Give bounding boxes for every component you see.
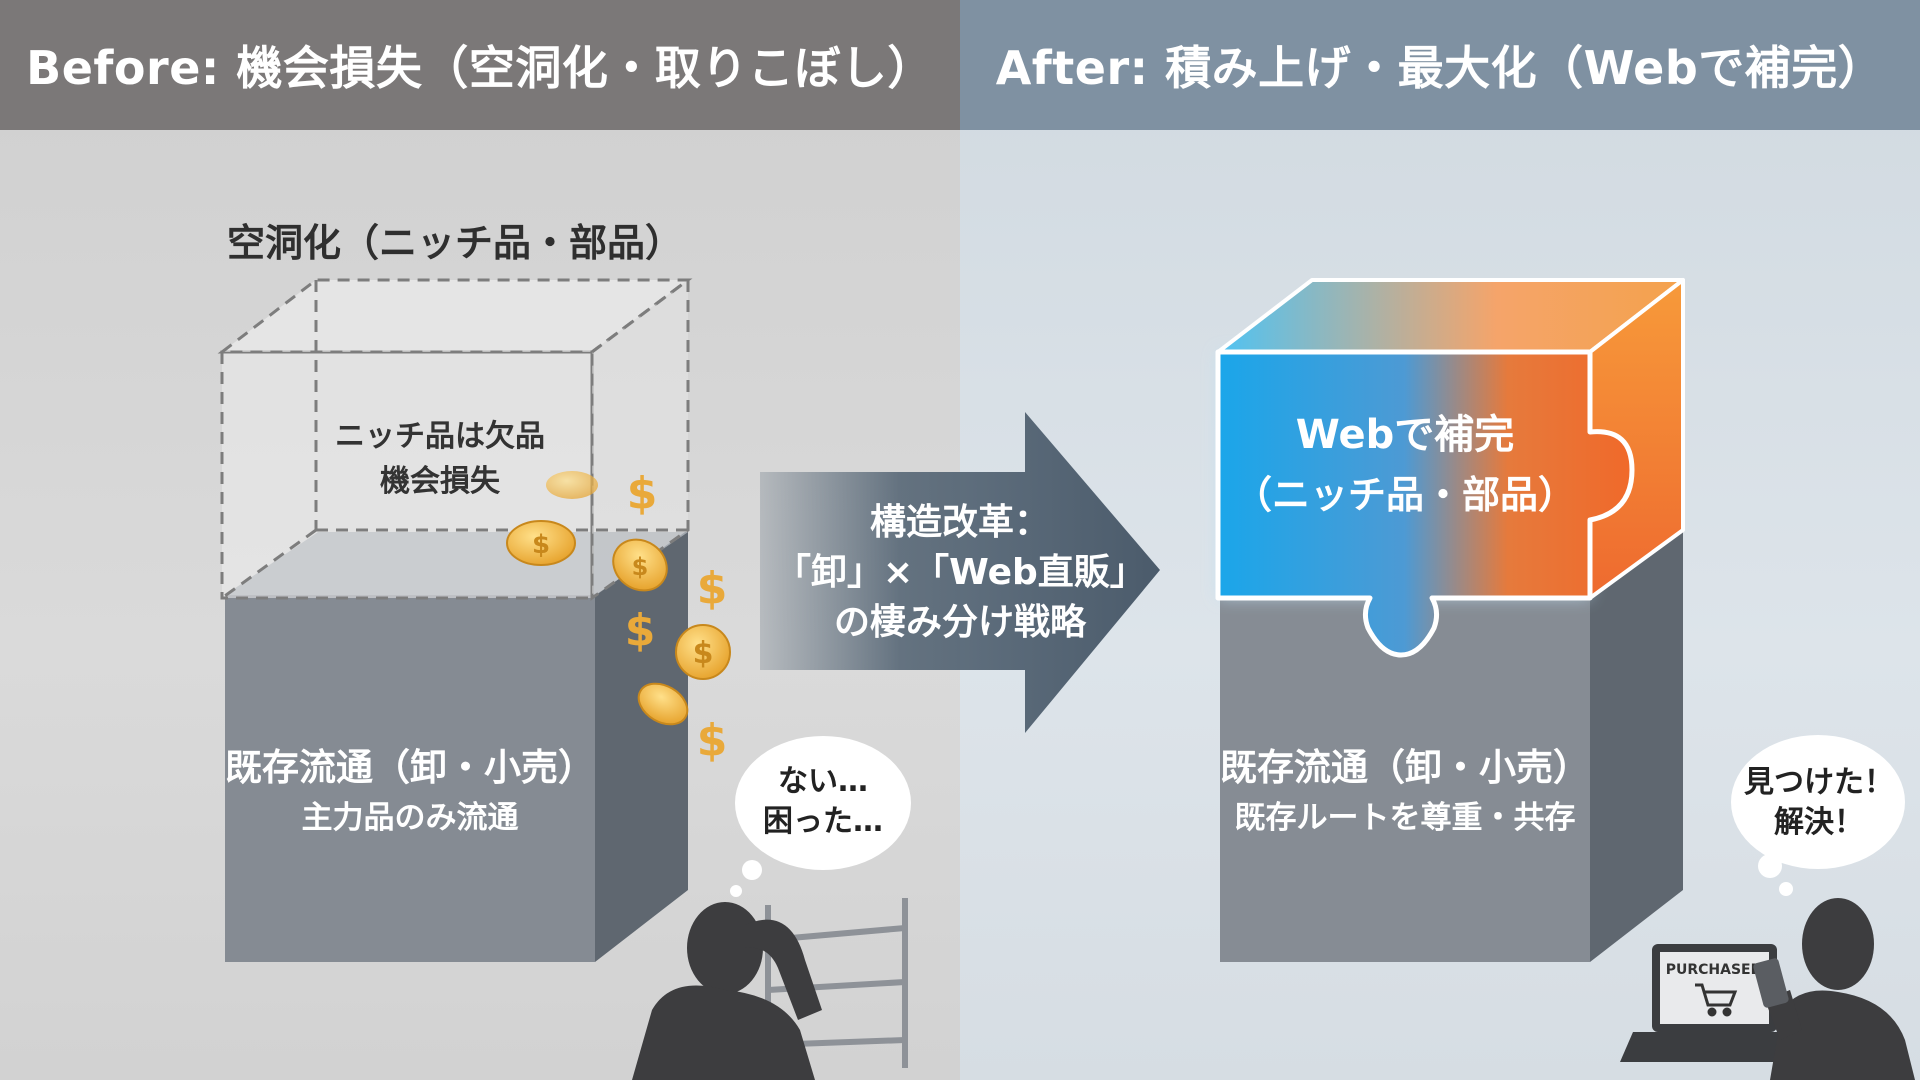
after-base-label: 既存流通（卸・小売） 既存ルートを尊重・共存 [1220,743,1590,843]
happy-person [1765,898,1915,1080]
svg-text:$: $ [632,553,649,581]
hollow-note: ニッチ品は欠品 機会損失 [290,414,590,504]
before-bubble-line-2: 困った… [763,804,883,839]
smartphone-icon [1753,958,1789,1008]
before-banner: Before: 機会損失（空洞化・取りこぼし） [0,0,960,130]
hollow-title-text: 空洞化（ニッチ品・部品） [226,221,683,265]
shopping-cart-icon [1695,983,1738,1017]
after-base-label-line-1: 既存流通（卸・小売） [1220,746,1590,789]
svg-text:$: $ [697,563,728,614]
svg-text:$: $ [625,605,656,656]
hollow-box [217,277,693,601]
before-base-label: 既存流通（卸・小売） 主力品のみ流通 [225,743,595,843]
cube-label: Webで補完 （ニッチ品・部品） [1222,405,1588,525]
after-bubble-line-1: 見つけた！ [1744,765,1894,800]
cube-label-line-2: （ニッチ品・部品） [1233,473,1576,517]
thought-bubble-right [1731,735,1905,896]
hollow-title: 空洞化（ニッチ品・部品） [225,212,685,267]
before-base-label-line-2: 主力品のみ流通 [301,800,519,836]
dollar-sign-icon: $ $ $ $ [625,468,728,766]
cube-label-line-1: Webで補完 [1295,412,1515,458]
arrow-line-1: 構造改革： [869,502,1050,543]
before-bubble-line-1: ない… [778,764,868,799]
coin-icon: $ $ $ [506,471,731,726]
hollow-note-line-1: ニッチ品は欠品 [335,419,545,454]
after-base-block [1220,532,1683,962]
laptop-icon: PURCHASED [1620,944,1810,1062]
arrow-label: 構造改革： 「卸」×「Web直販」 の棲み分け戦略 [775,498,1146,648]
svg-text:$: $ [532,530,550,560]
after-title: After: 積み上げ・最大化（Webで補完） [995,41,1885,95]
thought-bubble-left [730,736,911,897]
after-base-label-line-2: 既存ルートを尊重・共存 [1234,800,1576,836]
after-bubble-line-2: 解決！ [1774,805,1864,840]
after-banner: After: 積み上げ・最大化（Webで補完） [960,0,1920,130]
transformation-arrow [760,412,1160,733]
worried-person [632,902,822,1080]
before-base-label-line-1: 既存流通（卸・小売） [225,746,595,789]
before-title: Before: 機会損失（空洞化・取りこぼし） [26,41,934,95]
web-cube [1215,278,1685,658]
svg-text:$: $ [697,715,728,766]
svg-text:$: $ [693,636,714,671]
hollow-note-line-2: 機会損失 [380,464,500,499]
laptop-text: PURCHASED [1666,962,1763,978]
arrow-line-2: 「卸」×「Web直販」 [775,552,1146,593]
arrow-line-3: の棲み分け戦略 [833,602,1086,643]
svg-text:$: $ [627,468,658,519]
before-bubble-text: ない… 困った… [735,762,911,842]
after-bubble-text: 見つけた！ 解決！ [1733,763,1905,843]
